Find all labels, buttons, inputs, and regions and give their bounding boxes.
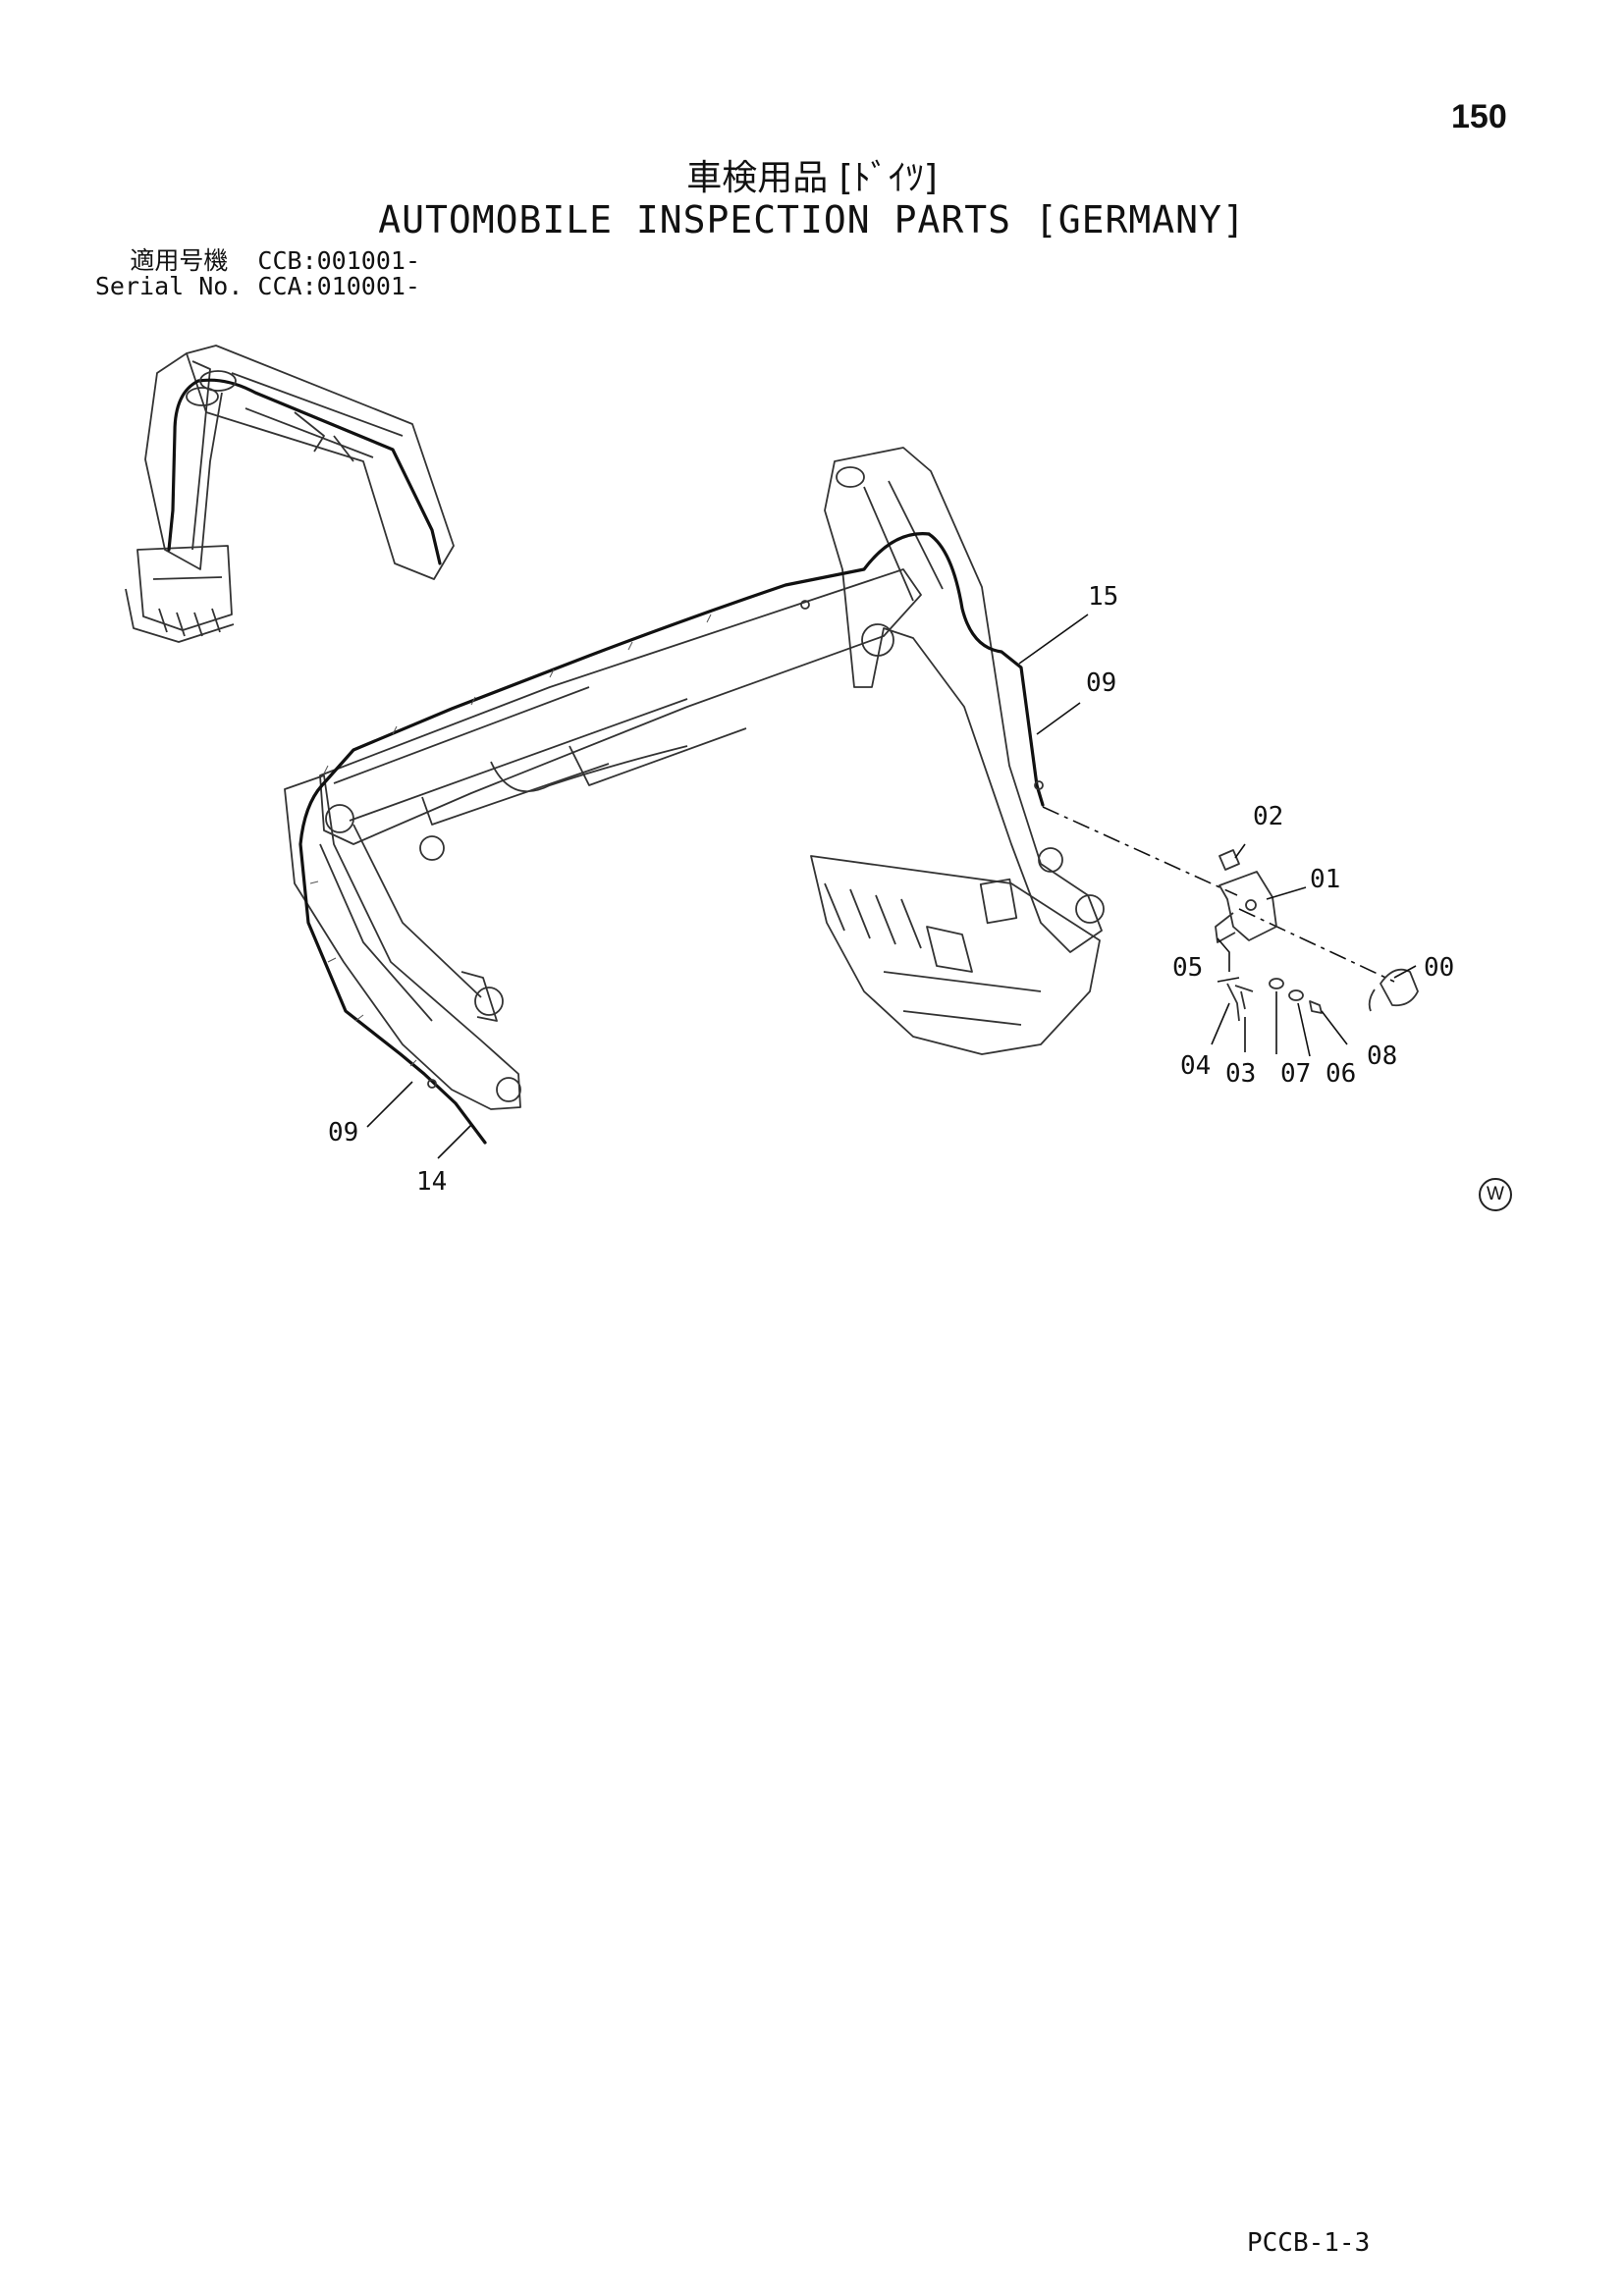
callout-09-upper: 09 bbox=[1086, 668, 1116, 698]
callout-05: 05 bbox=[1172, 953, 1203, 983]
title-english: AUTOMOBILE INSPECTION PARTS [GERMANY] bbox=[378, 198, 1246, 241]
watermark-symbol: W bbox=[1479, 1178, 1512, 1211]
drawing-code: PCCB-1-3 bbox=[1247, 2228, 1371, 2258]
callout-04: 04 bbox=[1180, 1051, 1211, 1081]
page-number: 150 bbox=[1451, 98, 1507, 135]
mounting-parts bbox=[1042, 806, 1419, 1022]
callout-01: 01 bbox=[1310, 865, 1340, 894]
inset-excavator-view bbox=[125, 345, 455, 643]
title-japanese: 車検用品 [ﾄﾞｲﾂ] bbox=[686, 158, 938, 198]
callout-03: 03 bbox=[1225, 1059, 1256, 1089]
bucket bbox=[810, 855, 1101, 1055]
callout-02: 02 bbox=[1253, 802, 1283, 831]
callout-15: 15 bbox=[1088, 582, 1118, 612]
serial-line-1: 適用号機 CCB:001001- bbox=[130, 246, 420, 275]
main-boom-assembly bbox=[284, 447, 1105, 1110]
callout-00: 00 bbox=[1424, 953, 1454, 983]
wiring-harness bbox=[298, 532, 1045, 1145]
callout-08: 08 bbox=[1367, 1041, 1397, 1071]
serial-line-2: Serial No. CCA:010001- bbox=[94, 272, 420, 300]
callout-09-lower: 09 bbox=[328, 1118, 358, 1148]
callout-06: 06 bbox=[1326, 1059, 1356, 1089]
callout-leaders bbox=[366, 614, 1417, 1159]
callout-labels: 15 09 02 01 05 00 04 03 07 06 08 09 14 bbox=[328, 582, 1454, 1197]
callout-07: 07 bbox=[1280, 1059, 1311, 1089]
callout-14: 14 bbox=[416, 1167, 447, 1197]
